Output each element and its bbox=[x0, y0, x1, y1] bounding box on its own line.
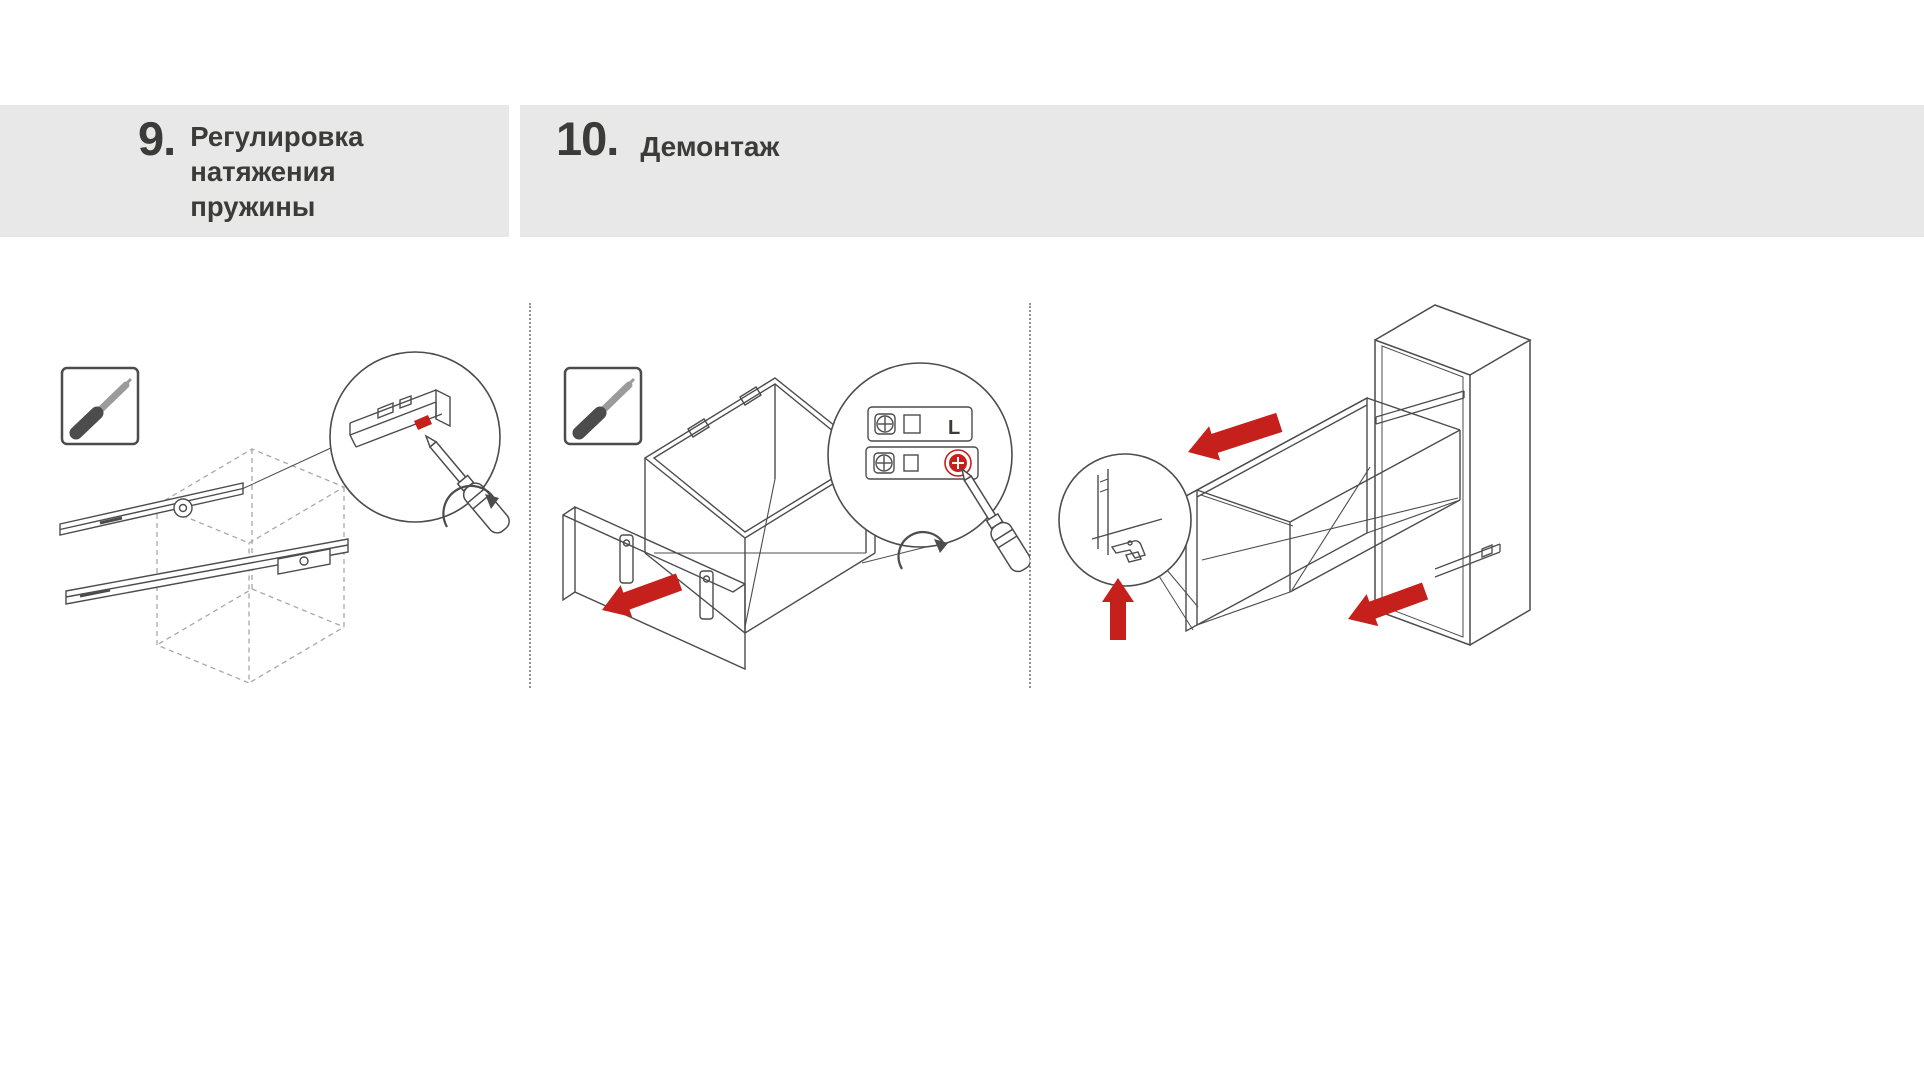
latch-press-arrow bbox=[1102, 578, 1134, 640]
pull-out-arrow bbox=[1188, 412, 1283, 461]
step-9-title-line-2: натяжения bbox=[190, 156, 336, 188]
screwdriver-zoom bbox=[960, 467, 1030, 573]
header: 9. Регулировка натяжения пружины 10. Дем… bbox=[0, 105, 1924, 237]
remove-front-arrow bbox=[602, 573, 683, 618]
step-9-title: Регулировка натяжения пружины bbox=[190, 119, 363, 225]
zoom-leader-lines bbox=[1158, 569, 1199, 631]
screwdriver-tool-icon bbox=[60, 366, 140, 446]
release-screw-highlight bbox=[944, 449, 972, 477]
step-9-title-line-1: Регулировка bbox=[190, 121, 364, 152]
magnifier-latch bbox=[1058, 453, 1192, 587]
front-removal-illustration: L bbox=[562, 362, 1030, 671]
illustration-area: L bbox=[0, 237, 1924, 1082]
magnifier-spring-adjuster bbox=[329, 351, 510, 534]
magnifier-lock-plate: L bbox=[827, 362, 1030, 573]
step-9-banner: 9. Регулировка натяжения пружины bbox=[0, 105, 509, 237]
cabinet-slide-rail-top bbox=[1375, 390, 1465, 425]
step-9-title-line-3: пружины bbox=[190, 191, 316, 223]
panel-divider-2 bbox=[1029, 303, 1031, 688]
drawer-front-panel bbox=[562, 505, 746, 671]
zoom-leader-line bbox=[241, 446, 334, 490]
cabinet-outline bbox=[1374, 304, 1532, 647]
screwdriver-tool-icon bbox=[563, 366, 643, 446]
drawer-pulled-out bbox=[1185, 396, 1461, 633]
spring-tension-illustration bbox=[59, 351, 510, 684]
step-9-number: 9. bbox=[138, 112, 176, 165]
tension-adjuster-highlight bbox=[414, 415, 432, 430]
step-10-number: 10. bbox=[556, 112, 619, 165]
rotation-arrow-icon bbox=[897, 530, 948, 570]
panel-divider-1 bbox=[529, 303, 531, 688]
rail-release-arrow bbox=[1348, 582, 1429, 627]
panel-drawer-removal bbox=[1030, 297, 1924, 727]
cabinet-dashed-outline bbox=[155, 448, 346, 684]
cabinet-slide-rail-bottom bbox=[1434, 543, 1501, 578]
banner-gap bbox=[509, 105, 520, 237]
lock-plate-zoom bbox=[865, 406, 979, 480]
drawer-slide-rails bbox=[59, 482, 349, 605]
rotation-arrow-icon bbox=[442, 484, 499, 528]
slide-orientation-label: L bbox=[948, 417, 960, 439]
screwdriver-zoom bbox=[424, 434, 510, 534]
step-10-banner: 10. Демонтаж bbox=[520, 105, 1924, 237]
panel-spring-tension bbox=[0, 297, 530, 727]
panel-front-removal: L bbox=[530, 297, 1030, 727]
step-10-title: Демонтаж bbox=[640, 131, 780, 162]
latch-zoom bbox=[1091, 469, 1163, 563]
drawer-removal-illustration bbox=[1058, 304, 1532, 647]
